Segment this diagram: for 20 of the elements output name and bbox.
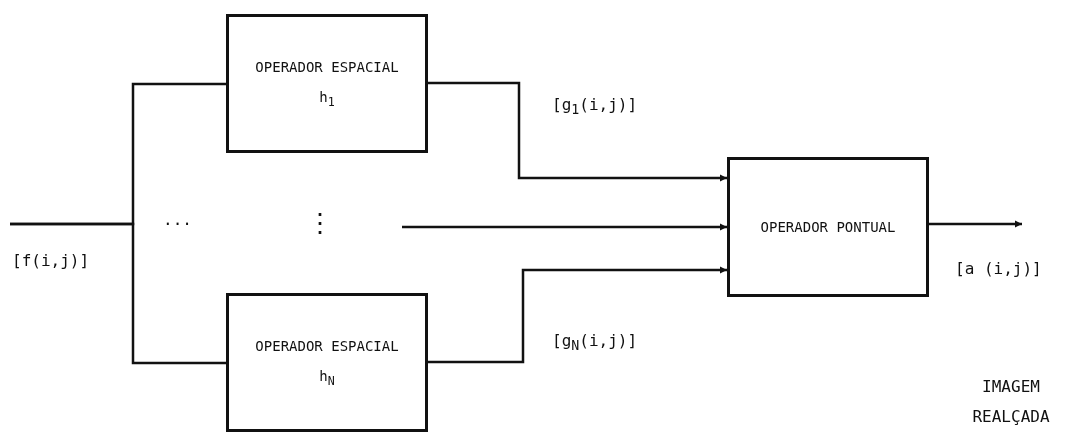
ellipsis-mark: ⋮ xyxy=(307,210,333,236)
signal-label: [g$_{N}$(i,j)] xyxy=(552,330,638,356)
signal-label: [f(i,j)] xyxy=(12,250,90,272)
arrow xyxy=(929,220,1022,228)
signal-label: ... xyxy=(163,209,192,231)
connector-line xyxy=(10,222,226,365)
operator-box xyxy=(226,14,428,153)
operator-box xyxy=(727,157,929,297)
arrow xyxy=(428,81,727,182)
operator-symbol: h$_{N}$ xyxy=(319,366,335,390)
operator-symbol: h$_{1}$ xyxy=(319,87,335,111)
arrow xyxy=(402,223,727,231)
signal-label: [g$_{1}$(i,j)] xyxy=(552,94,638,120)
operator-name: OPERADOR ESPACIAL xyxy=(255,336,399,356)
operator-name: OPERADOR ESPACIAL xyxy=(255,57,399,77)
operator-name: OPERADOR PONTUAL xyxy=(760,217,896,237)
operator-box xyxy=(226,293,428,432)
signal-label: IMAGEM REALÇADA xyxy=(971,376,1051,429)
arrow xyxy=(428,266,727,364)
signal-label: [a (i,j)] xyxy=(955,258,1042,280)
